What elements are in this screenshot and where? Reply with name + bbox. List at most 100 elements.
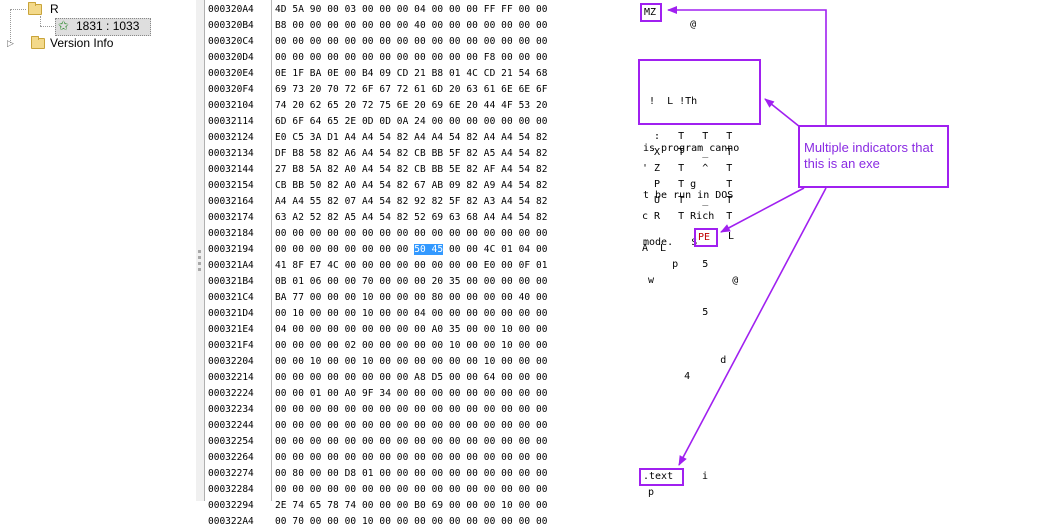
hex-bytes-row[interactable]: E0 C5 3A D1 A4 A4 54 82 A4 A4 54 82 A4 A… xyxy=(275,132,548,143)
hex-address: 000321D4 xyxy=(208,308,254,319)
tree-node-label: 1831 : 1033 xyxy=(76,19,140,33)
hex-address: 000321C4 xyxy=(208,292,254,303)
ascii-row: i xyxy=(702,471,709,482)
hex-address: 00032194 xyxy=(208,244,254,255)
ascii-row: P T g T xyxy=(642,179,733,190)
hex-bytes-row[interactable]: 00 10 00 00 00 10 00 00 04 00 00 00 00 0… xyxy=(275,308,548,319)
hex-bytes-row[interactable]: 04 00 00 00 00 00 00 00 00 A0 35 00 00 1… xyxy=(275,324,548,335)
hex-address: 000321B4 xyxy=(208,276,254,287)
hex-bytes-row[interactable]: A4 A4 55 82 07 A4 54 82 92 82 5F 82 A3 A… xyxy=(275,196,548,207)
hex-bytes-row[interactable]: 74 20 62 65 20 72 75 6E 20 69 6E 20 44 4… xyxy=(275,100,548,111)
text-section-box: .text xyxy=(639,468,684,486)
hex-bytes-row[interactable]: 2E 74 65 78 74 00 00 00 B0 69 00 00 00 1… xyxy=(275,500,548,511)
byte-column[interactable]: 4D 5A 90 00 03 00 00 00 04 00 00 00 FF F… xyxy=(275,0,619,527)
tree-connector xyxy=(40,26,56,27)
hex-address: 000322A4 xyxy=(208,516,254,527)
hex-bytes-row[interactable]: 63 A2 52 82 A5 A4 54 82 52 69 63 68 A4 A… xyxy=(275,212,548,223)
hex-address: 00032114 xyxy=(208,116,254,127)
splitter-grip xyxy=(198,256,201,259)
ascii-row: p xyxy=(642,487,655,498)
folder-icon xyxy=(28,2,42,15)
hex-address: 000320B4 xyxy=(208,20,254,31)
hex-address: 00032134 xyxy=(208,148,254,159)
hex-address: 000320E4 xyxy=(208,68,254,79)
tree-connector xyxy=(10,9,26,10)
hex-address: 00032214 xyxy=(208,372,254,383)
hex-address: 00032164 xyxy=(208,196,254,207)
hex-bytes-row[interactable]: 41 8F E7 4C 00 00 00 00 00 00 00 00 E0 0… xyxy=(275,260,548,271)
splitter-grip xyxy=(198,268,201,271)
hex-bytes-row[interactable]: 6D 6F 64 65 2E 0D 0D 0A 24 00 00 00 00 0… xyxy=(275,116,548,127)
hex-bytes-row[interactable]: 00 80 00 00 D8 01 00 00 00 00 00 00 00 0… xyxy=(275,468,548,479)
tree-connector xyxy=(40,16,41,26)
hex-address: 000321A4 xyxy=(208,260,254,271)
hex-bytes-row[interactable]: BA 77 00 00 00 10 00 00 00 80 00 00 00 0… xyxy=(275,292,548,303)
hex-bytes-row[interactable]: 00 00 10 00 00 10 00 00 00 00 00 00 10 0… xyxy=(275,356,548,367)
tree-node-version-info[interactable]: ▷ Version Info xyxy=(0,34,196,52)
hex-address: 000321F4 xyxy=(208,340,254,351)
hex-bytes-row[interactable]: 00 00 01 00 A0 9F 34 00 00 00 00 00 00 0… xyxy=(275,388,548,399)
hex-bytes-row[interactable]: 0B 01 06 00 00 70 00 00 00 20 35 00 00 0… xyxy=(275,276,548,287)
star-icon: ✩ xyxy=(58,18,69,33)
hex-bytes-row[interactable]: 00 00 00 00 00 00 00 00 A8 D5 00 00 64 0… xyxy=(275,372,548,383)
hex-address: 00032124 xyxy=(208,132,254,143)
ascii-row: 4 xyxy=(642,371,691,382)
mz-signature-box: MZ xyxy=(640,3,662,22)
splitter-grip xyxy=(198,262,201,265)
hex-bytes-row[interactable]: 00 70 00 00 00 10 00 00 00 00 00 00 00 0… xyxy=(275,516,548,527)
ascii-row: w @ xyxy=(642,275,739,286)
hex-bytes-row[interactable]: 27 B8 5A 82 A0 A4 54 82 CB BB 5E 82 AF A… xyxy=(275,164,548,175)
annotation-callout: Multiple indicators that this is an exe xyxy=(798,125,949,188)
hex-bytes-row[interactable]: DF B8 58 82 A6 A4 54 82 CB BB 5F 82 A5 A… xyxy=(275,148,548,159)
hex-bytes-row[interactable]: 00 00 00 00 00 00 00 00 00 00 00 00 00 0… xyxy=(275,404,548,415)
hex-bytes-row[interactable]: 00 00 00 00 00 00 00 00 50 45 00 00 4C 0… xyxy=(275,242,548,258)
hex-address: 00032284 xyxy=(208,484,254,495)
ascii-row: 5 xyxy=(642,307,709,318)
hex-address: 00032234 xyxy=(208,404,254,415)
hex-bytes-row[interactable]: CB BB 50 82 A0 A4 54 82 67 AB 09 82 A9 A… xyxy=(275,180,548,191)
tree-node-label: Version Info xyxy=(50,36,114,50)
hex-bytes-row[interactable]: 0E 1F BA 0E 00 B4 09 CD 21 B8 01 4C CD 2… xyxy=(275,68,548,79)
tree-node-r[interactable]: R xyxy=(0,0,196,18)
ascii-row: X T _ T xyxy=(642,147,733,158)
hex-bytes-row[interactable]: 00 00 00 00 00 00 00 00 00 00 00 00 00 0… xyxy=(275,484,548,495)
hex-bytes-row[interactable]: 00 00 00 00 00 00 00 00 00 00 00 00 00 0… xyxy=(275,36,548,47)
hex-bytes: 00 00 00 00 00 00 00 00 xyxy=(275,244,415,255)
folder-icon xyxy=(31,36,45,49)
resource-tree[interactable]: R ✩ 1831 : 1033 ▷ Version Info xyxy=(0,0,197,501)
hex-address: 000320D4 xyxy=(208,52,254,63)
pe-signature-box: PE xyxy=(694,228,718,247)
hex-bytes-row[interactable]: 00 00 00 00 02 00 00 00 00 00 10 00 00 1… xyxy=(275,340,548,351)
ascii-row: A L xyxy=(642,243,667,254)
hex-address: 00032154 xyxy=(208,180,254,191)
hex-address: 000320A4 xyxy=(208,4,254,15)
hex-bytes: 00 00 4C 01 04 00 xyxy=(443,244,548,255)
hex-bytes-row[interactable]: 4D 5A 90 00 03 00 00 00 04 00 00 00 FF F… xyxy=(275,4,548,15)
hex-address: 000320F4 xyxy=(208,84,254,95)
hex-bytes-row[interactable]: B8 00 00 00 00 00 00 00 40 00 00 00 00 0… xyxy=(275,20,548,31)
splitter-grip xyxy=(198,250,201,253)
hex-selection[interactable]: 50 45 xyxy=(414,244,444,255)
hex-address: 00032184 xyxy=(208,228,254,239)
hex-address: 00032294 xyxy=(208,500,254,511)
expand-arrow-icon[interactable]: ▷ xyxy=(7,38,14,48)
tree-node-1831-1033[interactable]: ✩ 1831 : 1033 xyxy=(0,17,196,35)
tree-connector xyxy=(10,9,11,43)
hex-address: 00032224 xyxy=(208,388,254,399)
hex-address: 00032174 xyxy=(208,212,254,223)
hex-address: 00032144 xyxy=(208,164,254,175)
hex-bytes-row[interactable]: 00 00 00 00 00 00 00 00 00 00 00 00 00 0… xyxy=(275,436,548,447)
hex-bytes-row[interactable]: 00 00 00 00 00 00 00 00 00 00 00 00 00 0… xyxy=(275,228,548,239)
hex-address: 00032274 xyxy=(208,468,254,479)
ascii-row: : T T T xyxy=(642,131,733,142)
hex-bytes-row[interactable]: 00 00 00 00 00 00 00 00 00 00 00 00 00 0… xyxy=(275,452,548,463)
hex-address: 00032104 xyxy=(208,100,254,111)
hex-address: 00032244 xyxy=(208,420,254,431)
hex-bytes-row[interactable]: 00 00 00 00 00 00 00 00 00 00 00 00 F8 0… xyxy=(275,52,548,63)
hex-bytes-row[interactable]: 00 00 00 00 00 00 00 00 00 00 00 00 00 0… xyxy=(275,420,548,431)
ascii-row: d xyxy=(642,355,727,366)
dos-stub-box: ! L !Th is program canno t be run in DOS… xyxy=(638,59,761,248)
hex-bytes-row[interactable]: 69 73 20 70 72 6F 67 72 61 6D 20 63 61 6… xyxy=(275,84,548,95)
